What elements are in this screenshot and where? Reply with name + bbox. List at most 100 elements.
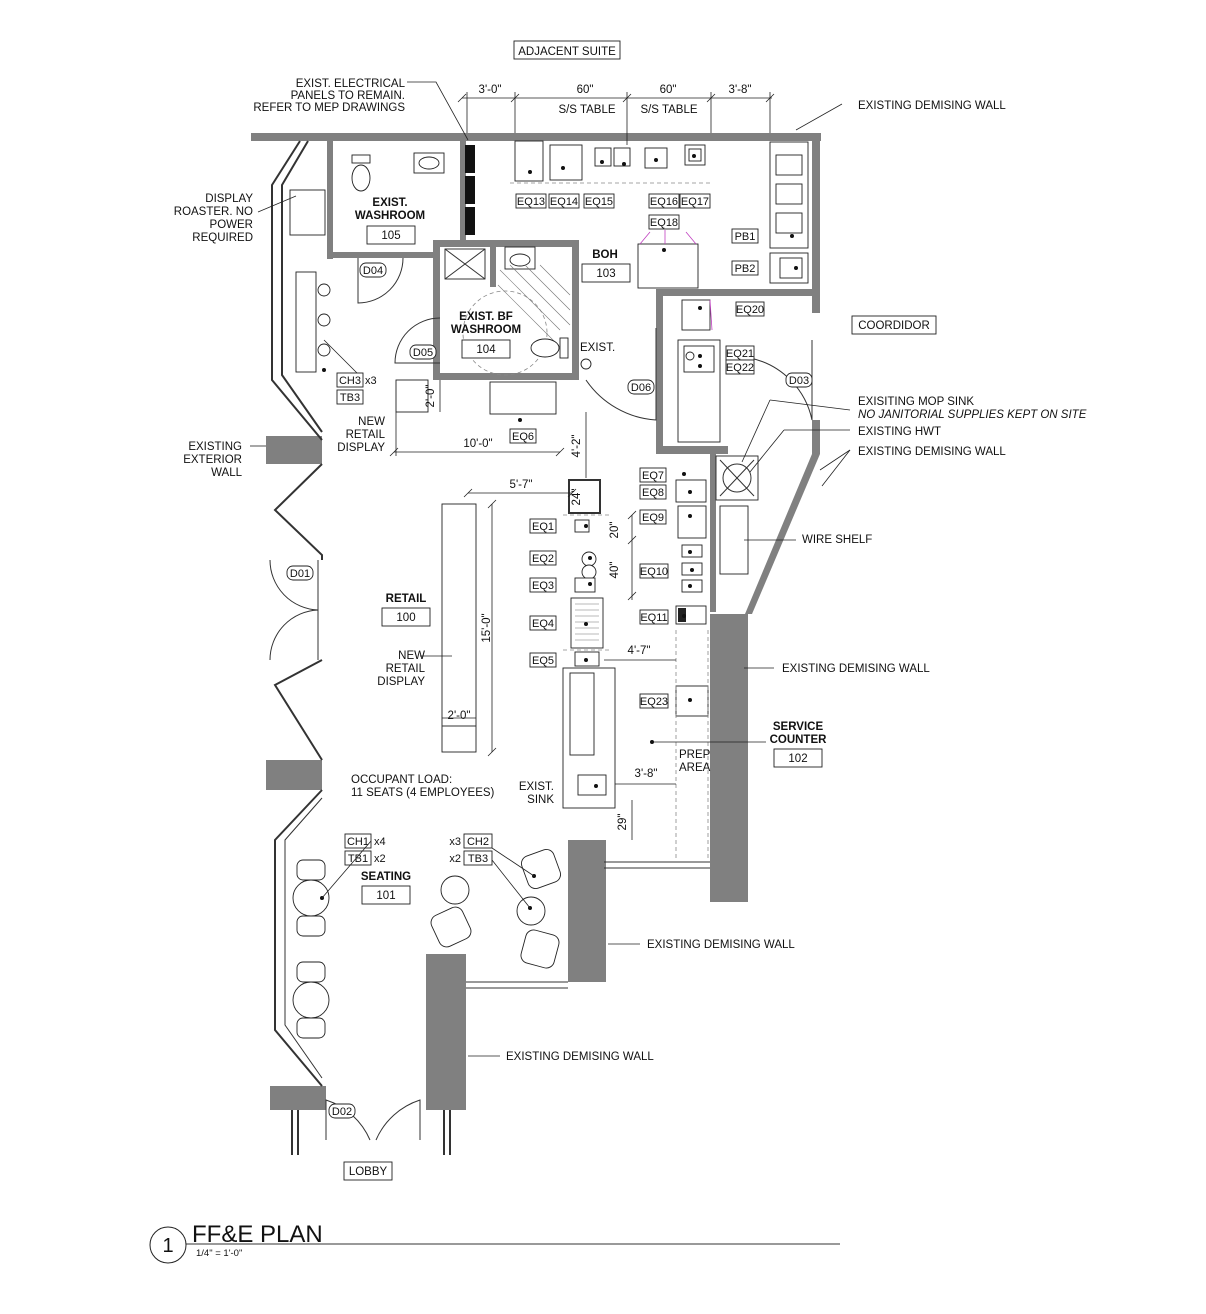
note-roaster-2: ROASTER. NO	[174, 206, 253, 218]
storefront-lower-inner	[284, 797, 323, 1079]
dim-10-0: 10'-0"	[463, 438, 492, 450]
tb3-qty: x2	[449, 853, 461, 865]
note-panels-3: REFER TO MEP DRAWINGS	[253, 102, 405, 114]
dim-3-0: 3'-0"	[479, 84, 502, 96]
title-number-circle	[149, 1226, 187, 1264]
d01-tag: D01	[290, 568, 310, 580]
eq20-unit	[681, 299, 711, 331]
d05-tag: D05	[413, 347, 433, 359]
ch2-chair-1	[521, 849, 561, 889]
note-demising-top: EXISTING DEMISING WALL	[858, 100, 1006, 112]
note-wire-shelf: WIRE SHELF	[802, 534, 872, 546]
eq13-unit	[514, 140, 544, 182]
tb1-table-2	[292, 981, 330, 1019]
demising-wall-service	[710, 614, 748, 902]
eq5-tag-box	[529, 652, 557, 668]
room-names: EXIST. WASHROOM EXIST. BF WASHROOM BOH R…	[355, 197, 827, 883]
seating-num-box	[361, 885, 411, 905]
boh-wall-low	[656, 446, 728, 454]
lobby-box	[343, 1161, 393, 1181]
eq13-tag: EQ13	[517, 196, 545, 208]
ch1-chair-2	[296, 915, 326, 937]
ch3-stool-1	[317, 283, 331, 297]
note-ext-wall-2: EXTERIOR	[183, 454, 242, 466]
new-retail-display	[441, 503, 477, 753]
note-new-retail-b-2: RETAIL	[386, 663, 426, 675]
note-panels-1: EXIST. ELECTRICAL	[296, 78, 406, 90]
eq5-tag: EQ5	[532, 655, 554, 667]
eq9-unit	[677, 505, 707, 539]
bf-name-1: EXIST. BF	[459, 311, 513, 323]
washroom-wall-bottom	[333, 252, 433, 258]
eq20-tag: EQ20	[736, 304, 764, 316]
note-demising-seating: EXISTING DEMISING WALL	[647, 939, 795, 951]
pb1-basin-2	[775, 183, 803, 205]
door-d06	[585, 328, 657, 421]
ch3-qty: x3	[365, 375, 377, 387]
eq7-tag: EQ7	[642, 470, 664, 482]
boh-wall-bottom	[656, 289, 816, 296]
pointer-dots	[320, 154, 798, 910]
eq11-tag-box	[639, 609, 669, 625]
pb1-tag-box	[731, 228, 759, 244]
dim-40: 40"	[609, 562, 621, 579]
title-block: 1 FF&E PLAN 1/4" = 1'-0"	[149, 1221, 323, 1264]
bf-wall-bottom	[433, 373, 578, 380]
pb2-tag-box	[731, 260, 759, 276]
eq2-tag: EQ2	[532, 553, 554, 565]
bf-toilet	[530, 338, 560, 358]
pb1-basin-3	[775, 212, 803, 234]
ch2-tag-box	[463, 833, 493, 849]
eq17-tag: EQ17	[681, 196, 709, 208]
lobby-label: LOBBY	[349, 1166, 388, 1178]
note-occupant-1: OCCUPANT LOAD:	[351, 774, 452, 786]
exterior-pier-2	[266, 760, 322, 790]
title-scale: 1/4" = 1'-0"	[196, 1248, 242, 1259]
eq20-clear	[709, 299, 713, 331]
washroom-wall-left	[327, 141, 333, 259]
note-prep-1: PREP	[679, 749, 711, 761]
eq6-counter	[489, 381, 557, 415]
door-d02-right	[375, 1099, 421, 1141]
tb3-table-2	[516, 896, 546, 926]
tb1-tag-box	[344, 850, 372, 866]
washroom-name-2: WASHROOM	[355, 210, 425, 222]
tb3-left-tag: TB3	[340, 392, 360, 404]
dimension-lines	[186, 92, 840, 1245]
ch3-stool-3	[317, 343, 331, 357]
storefront-upper-inner	[281, 140, 323, 433]
ch2-qty: x3	[449, 836, 461, 848]
eq22-tag: EQ22	[726, 362, 754, 374]
eq3-tag: EQ3	[532, 580, 554, 592]
eq4-tag: EQ4	[532, 618, 554, 630]
new-retail-display-small	[395, 379, 429, 413]
eq18-clear-1	[639, 231, 651, 245]
door-d05	[394, 317, 441, 364]
dim-2-0-a: 2'-0"	[425, 385, 437, 408]
title-number: 1	[162, 1235, 173, 1257]
eq15-tag-box	[583, 193, 615, 209]
retail-num-box	[381, 607, 431, 627]
note-demising-right: EXISTING DEMISING WALL	[858, 446, 1006, 458]
coordidor-box	[851, 315, 937, 335]
eq6-tag: EQ6	[512, 431, 534, 443]
d06-tag: D06	[631, 382, 651, 394]
bf-turning-circle	[462, 290, 548, 376]
retail-name: RETAIL	[386, 593, 427, 605]
adjacent-suite-box	[513, 40, 621, 60]
storefront-zig-1	[273, 463, 323, 560]
eq16-tag: EQ16	[650, 196, 678, 208]
eq9-tag-box	[639, 509, 667, 525]
d03-tag-box	[785, 372, 813, 388]
ch1-chair-4	[296, 1017, 326, 1039]
eq14-tag-box	[548, 193, 580, 209]
eq8-tag-box	[639, 484, 667, 500]
right-wall-lower	[812, 420, 820, 454]
tb3-tag: TB3	[468, 853, 488, 865]
note-exist-sink-1: EXIST.	[519, 781, 554, 793]
note-prep-2: AREA	[679, 762, 711, 774]
washroom-num: 105	[381, 230, 400, 242]
note-new-retail-a-3: DISPLAY	[337, 442, 385, 454]
door-d01-top	[269, 559, 319, 611]
